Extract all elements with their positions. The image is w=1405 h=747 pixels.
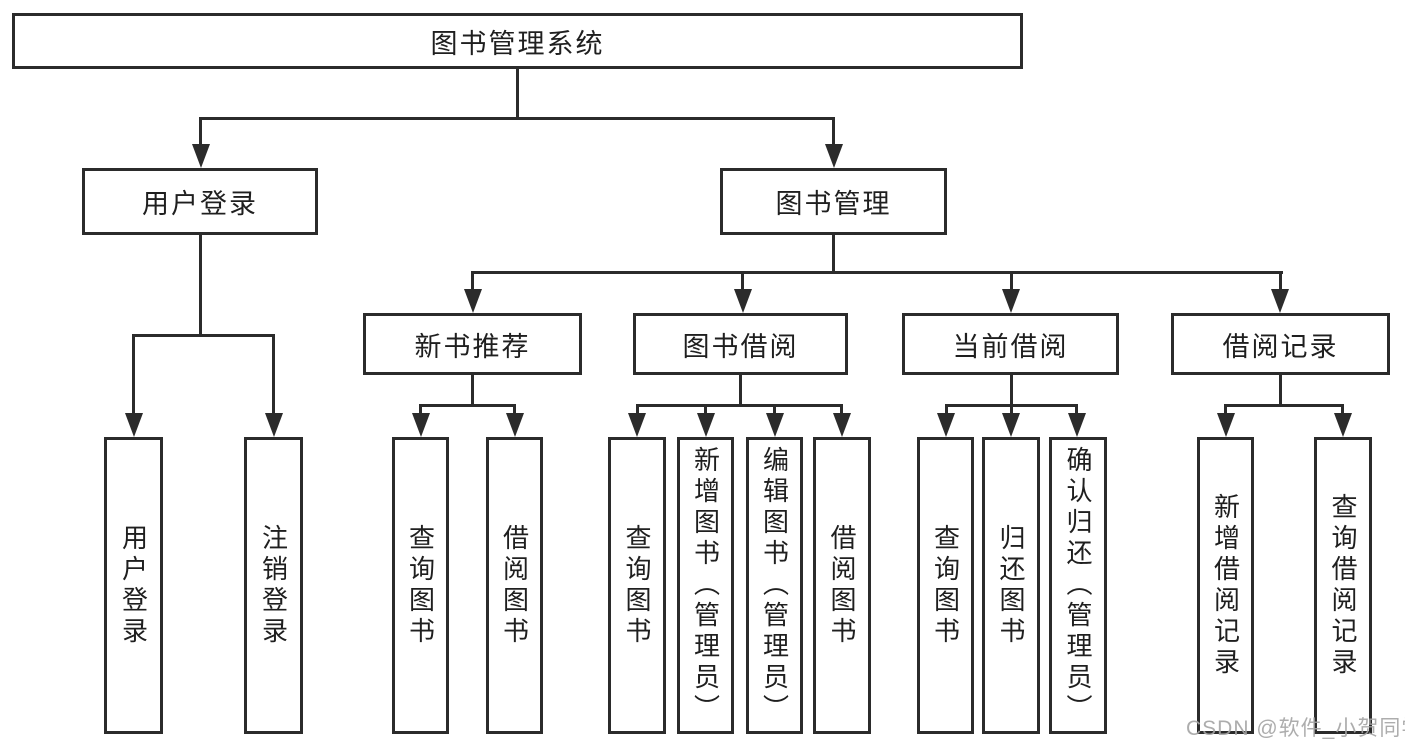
arrow-down-icon [1002,413,1020,437]
arrow-down-icon [734,289,752,313]
arrow-down-icon [1217,413,1235,437]
leaf-logout: 注销登录 [244,437,303,734]
connector-line [636,404,639,416]
node-label: 图书借阅 [682,331,799,362]
connector-line [516,68,519,118]
arrow-down-icon [766,413,784,437]
connector-line [1341,404,1344,416]
arrow-down-icon [833,413,851,437]
connector-line [739,375,742,407]
arrow-down-icon [265,413,283,437]
leaf-label: 借阅图书 [827,523,857,648]
connector-line [132,334,275,337]
arrow-down-icon [1002,289,1020,313]
connector-line [199,117,202,149]
leaf-label: 查询图书 [405,523,436,648]
node-label: 图书管理系统 [430,28,605,59]
connector-line [1279,271,1282,293]
leaf-return-books: 归还图书 [982,437,1040,734]
leaf-label: 借阅图书 [499,523,530,648]
connector-line [419,404,516,407]
connector-line [1279,375,1282,407]
connector-line [419,404,422,416]
leaf-query-books: 查询图书 [608,437,666,734]
node-label: 新书推荐 [414,331,531,362]
leaf-edit-books-admin: 编辑图书（管理员） [746,437,803,734]
leaf-user-login: 用户登录 [104,437,163,734]
leaf-label: 新增借阅记录 [1210,492,1241,679]
connector-line [1010,404,1013,416]
connector-line [1010,271,1013,293]
arrow-down-icon [506,413,524,437]
leaf-query-borrow-record: 查询借阅记录 [1314,437,1372,734]
leaf-label: 查询图书 [622,523,652,648]
node-user-login: 用户登录 [82,168,318,235]
connector-line [832,235,835,274]
node-library-management-system: 图书管理系统 [12,13,1023,69]
connector-line [199,117,834,120]
leaf-query-books: 查询图书 [917,437,974,734]
connector-line [1010,375,1013,407]
connector-line [132,334,135,416]
arrow-down-icon [937,413,955,437]
connector-line [471,375,474,407]
leaf-add-books-admin: 新增图书（管理员） [677,437,734,734]
leaf-query-books: 查询图书 [392,437,449,734]
node-borrowing-records: 借阅记录 [1171,313,1390,375]
node-new-book-recommend: 新书推荐 [363,313,582,375]
node-book-borrowing: 图书借阅 [633,313,848,375]
connector-line [945,404,948,416]
connector-line [636,404,843,407]
connector-line [773,404,776,416]
connector-line [471,271,1283,274]
arrow-down-icon [628,413,646,437]
arrow-down-icon [412,413,430,437]
arrow-down-icon [192,144,210,168]
connector-line [1075,404,1078,416]
connector-line [741,271,744,293]
csdn-watermark: CSDN @软件_小贺同学 [1186,717,1405,740]
node-book-management: 图书管理 [720,168,947,235]
leaf-borrow-books: 借阅图书 [486,437,543,734]
arrow-down-icon [1334,413,1352,437]
arrow-down-icon [1068,413,1086,437]
arrow-down-icon [125,413,143,437]
connector-line [704,404,707,416]
arrow-down-icon [464,289,482,313]
node-label: 用户登录 [142,189,258,219]
connector-line [1224,404,1227,416]
leaf-label: 编辑图书（管理员） [759,446,790,725]
connector-line [272,334,275,416]
connector-line [513,404,516,416]
connector-line [199,235,202,336]
leaf-label: 注销登录 [258,523,289,648]
node-label: 借阅记录 [1222,331,1339,362]
arrow-down-icon [1271,289,1289,313]
connector-line [840,404,843,416]
arrow-down-icon [825,144,843,168]
leaf-label: 查询借阅记录 [1328,492,1358,679]
leaf-add-borrow-record: 新增借阅记录 [1197,437,1254,734]
connector-line [1224,404,1344,407]
leaf-confirm-return-admin: 确认归还（管理员） [1049,437,1107,734]
leaf-label: 归还图书 [996,523,1026,648]
connector-line [832,117,835,149]
node-label: 当前借阅 [952,331,1069,362]
leaf-borrow-books: 借阅图书 [813,437,871,734]
leaf-label: 新增图书（管理员） [690,446,721,725]
arrow-down-icon [697,413,715,437]
connector-line [471,271,474,293]
leaf-label: 查询图书 [930,523,961,648]
leaf-label: 确认归还（管理员） [1063,446,1093,725]
leaf-label: 用户登录 [118,523,149,648]
node-label: 图书管理 [775,189,892,219]
node-current-borrowing: 当前借阅 [902,313,1119,375]
